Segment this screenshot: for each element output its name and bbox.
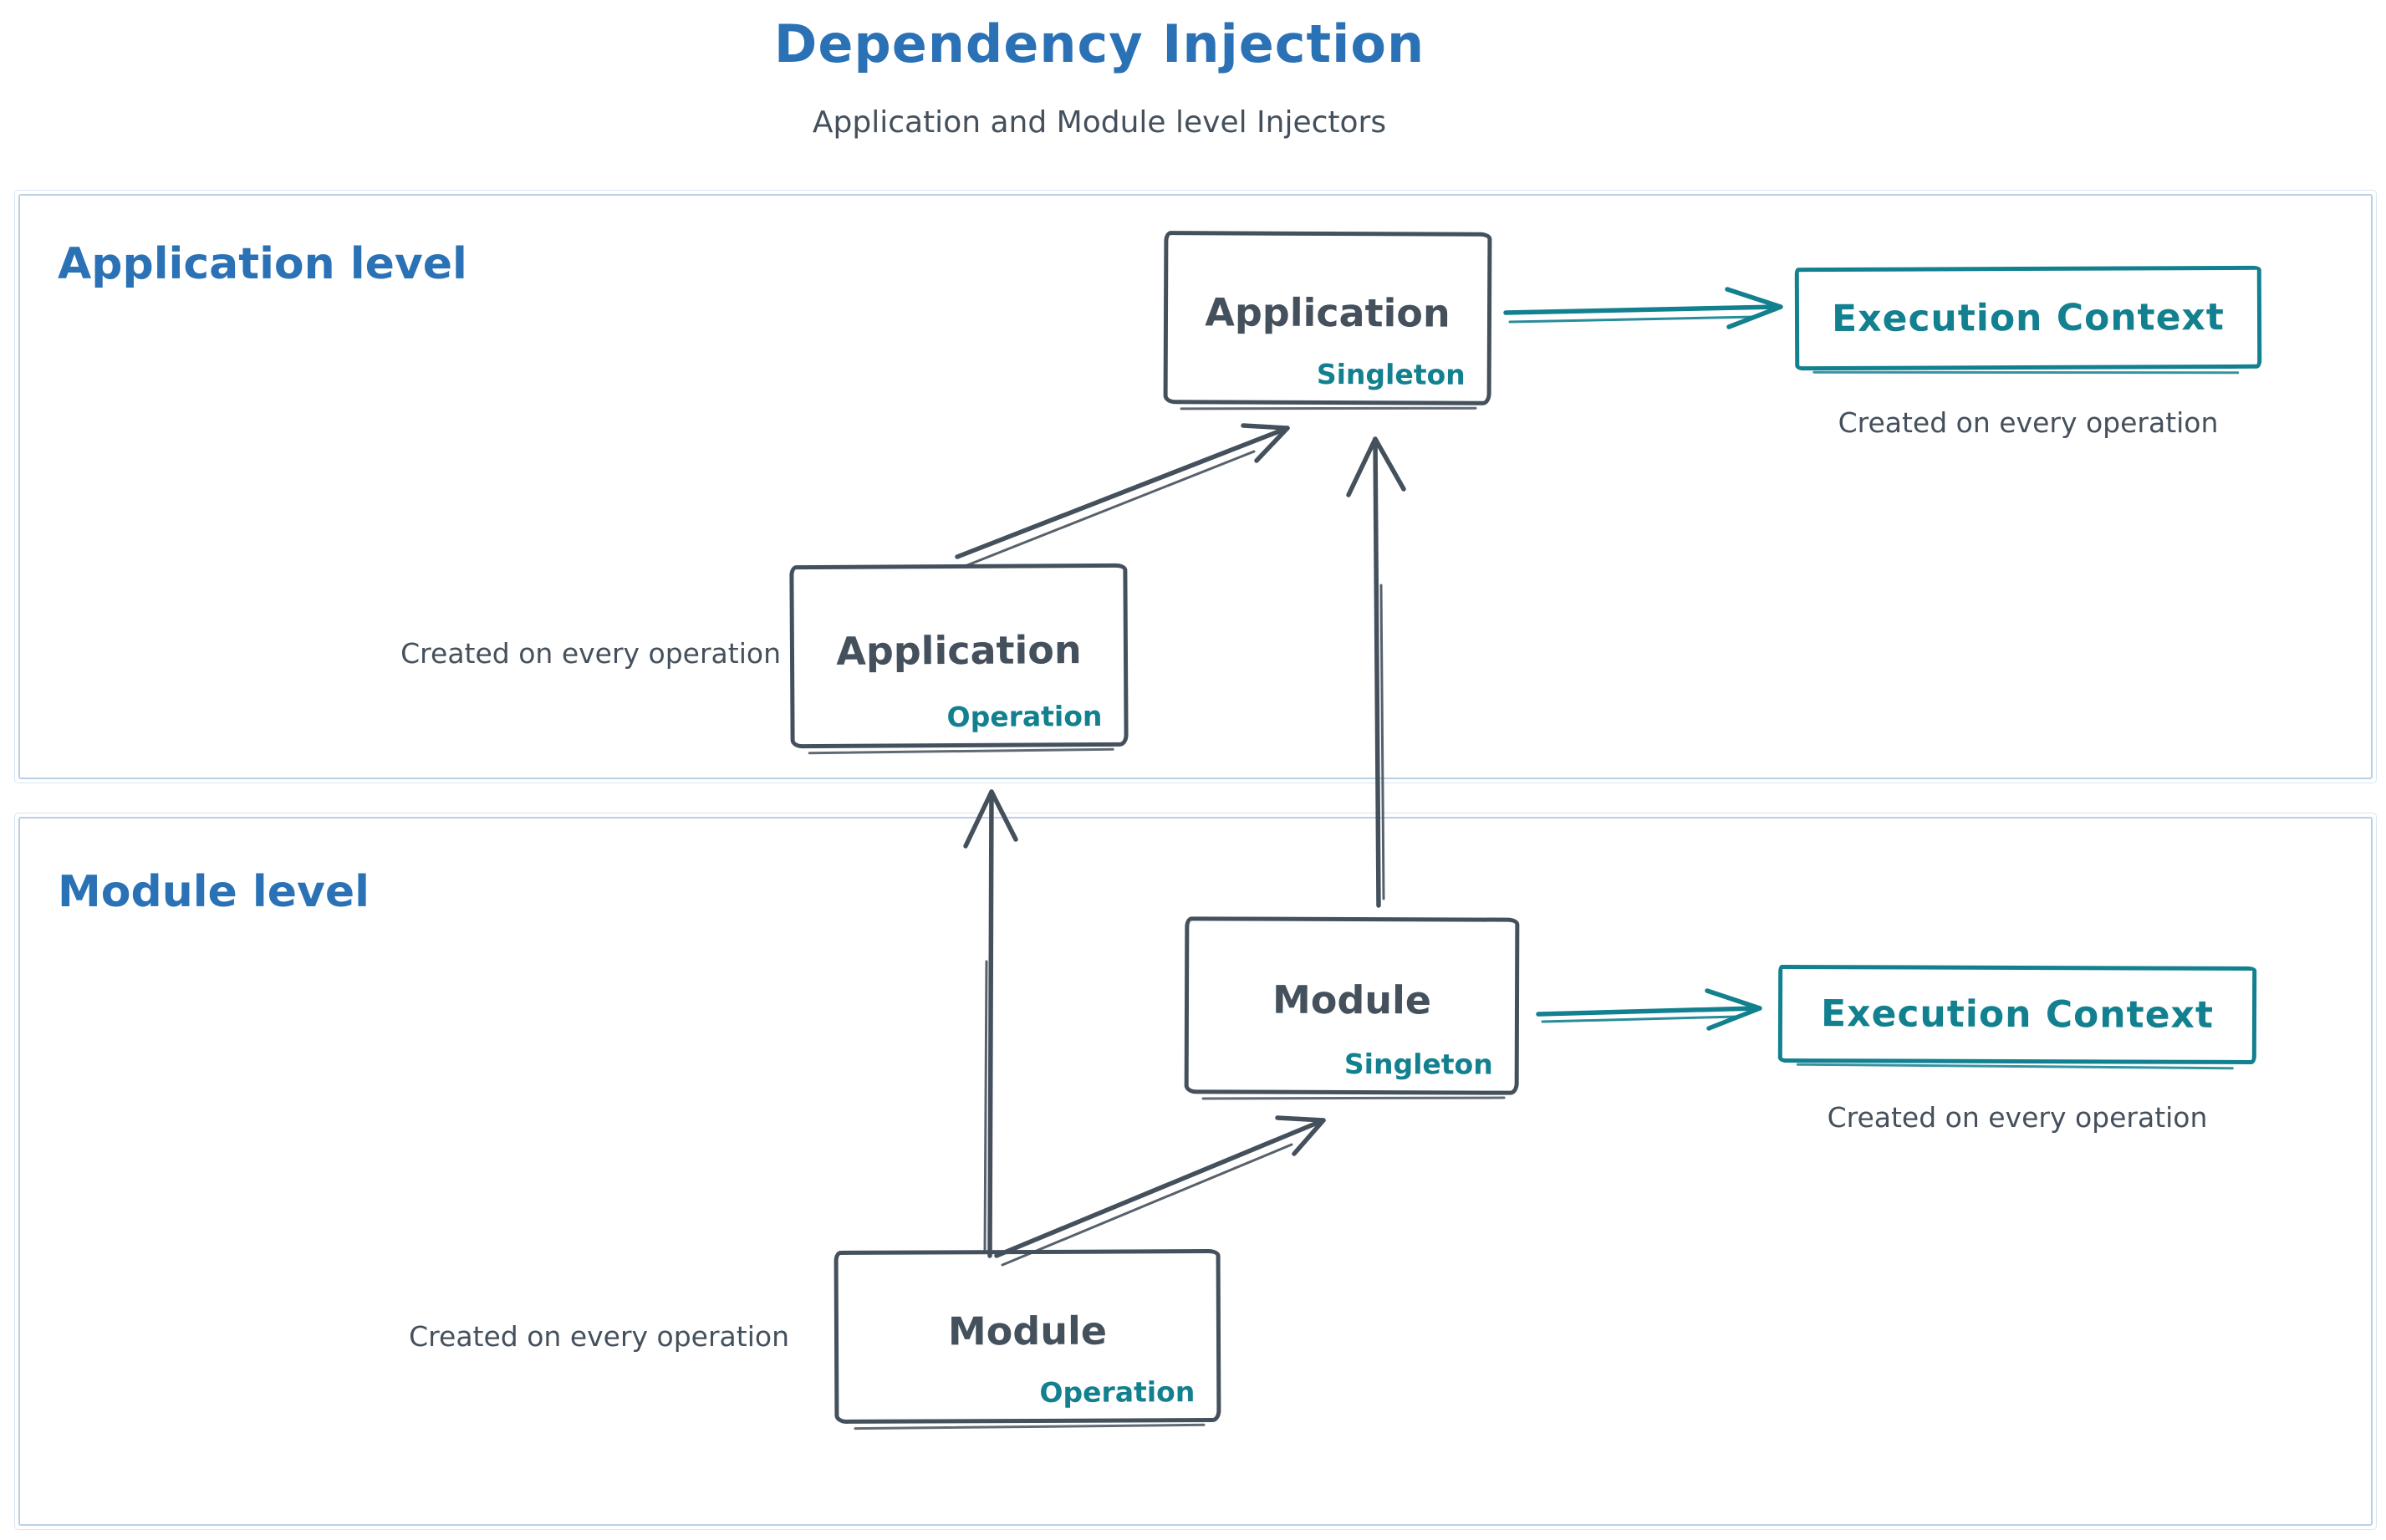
module-operation-note: Created on every operation [409,1320,789,1353]
application-level-label: Application level [58,239,467,289]
application-level-section: Application level Application Singleton … [14,190,2377,783]
application-operation-note: Created on every operation [400,637,781,670]
application-operation-box: Application Operation [789,563,1129,749]
module-operation-box: Module Operation [834,1248,1221,1425]
module-level-section: Module level Module Singleton Module Ope… [14,813,2377,1530]
module-operation-scope: Operation [1039,1375,1196,1409]
application-singleton-scope: Singleton [1316,357,1466,391]
module-execution-context-box: Execution Context [1777,965,2257,1064]
module-execution-context-note: Created on every operation [1827,1101,2208,1134]
application-execution-context-box: Execution Context [1794,265,2262,371]
module-singleton-name: Module [1272,977,1432,1023]
application-operation-scope: Operation [946,699,1103,734]
module-operation-name: Module [947,1308,1108,1354]
application-singleton-name: Application [1205,288,1450,336]
application-execution-context-label: Execution Context [1831,295,2225,341]
page-subtitle: Application and Module level Injectors [812,105,1387,140]
application-execution-context-note: Created on every operation [1838,406,2219,439]
module-singleton-box: Module Singleton [1184,916,1520,1095]
module-singleton-scope: Singleton [1343,1047,1493,1081]
application-singleton-box: Application Singleton [1163,231,1492,405]
module-execution-context-label: Execution Context [1821,992,2214,1037]
page-title: Dependency Injection [773,13,1425,74]
application-operation-name: Application [836,626,1082,674]
module-level-label: Module level [58,867,370,917]
